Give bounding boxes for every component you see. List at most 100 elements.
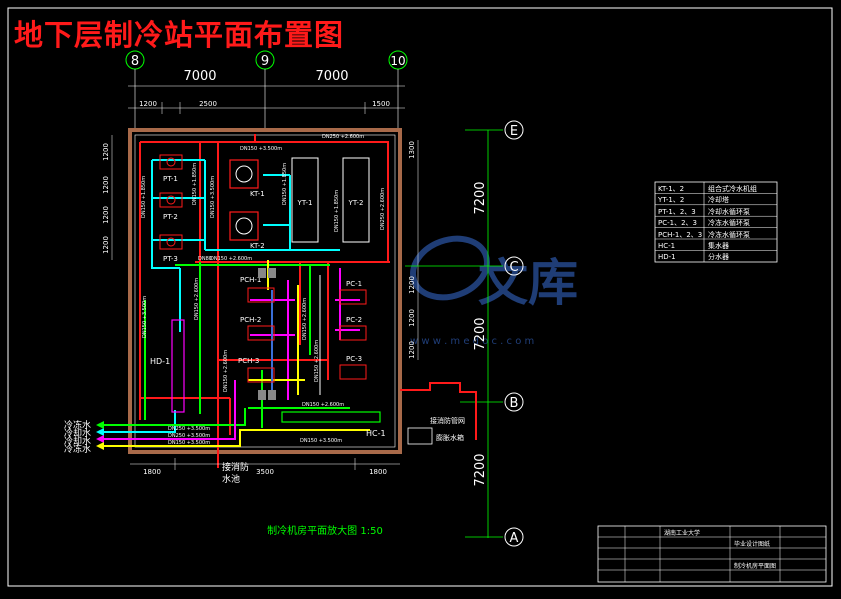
dim-top-3: 1500: [372, 100, 390, 108]
axis-label-10: 10: [390, 54, 405, 68]
legend-table: KT-1、2 组合式冷水机组 YT-1、2 冷却塔 PT-1、2、3 冷却水循环…: [654, 181, 778, 263]
pipe-label-left-vert-2: DN150 +2.600m: [194, 278, 200, 320]
chiller-yt2: [342, 157, 370, 243]
legend-desc: 组合式冷水机组: [708, 184, 757, 193]
tower-kt1-label: KT-1: [250, 190, 265, 198]
pipe-label-left-vert-1: DN150 +3.500m: [142, 296, 148, 338]
chiller-yt1: [291, 157, 319, 243]
pipe-label-mid-main: DN150 +2.600m: [210, 256, 252, 262]
pipe-labels: DN250 +2.600m DN150 +3.500m DN150 +1.850…: [141, 134, 386, 446]
valve-block: [258, 390, 266, 400]
pump-pt2-label: PT-2: [163, 213, 178, 221]
pipe-label-valve: DN80: [198, 256, 212, 262]
pump-pc2: [339, 325, 367, 341]
pump-icon: [166, 195, 176, 205]
pipe-label-riser-5: DN150 +1.850m: [334, 190, 340, 232]
pipe-label-outlet-2: DN250 +3.500m: [168, 433, 210, 439]
valve-block: [268, 268, 276, 278]
pipe-label-top-main: DN250 +2.600m: [322, 134, 364, 140]
pump-icon: [166, 157, 176, 167]
top-dimensions: 1200 2500 1500: [128, 100, 405, 114]
drawing-caption: 制冷机房平面放大图 1:50: [267, 524, 383, 537]
axis-label-A: A: [510, 531, 519, 546]
pump-pc1-label: PC-1: [346, 280, 362, 288]
legend-desc: 冷却水循环泵: [708, 207, 750, 216]
chillers: YT-1 YT-2: [291, 157, 370, 243]
bottom-dimensions: 1800 3500 1800: [130, 458, 400, 476]
title-block: 湖南工业大学 毕业设计图纸 制冷机房平面图: [597, 525, 827, 583]
outlet-label-3: 冷却水: [64, 435, 91, 447]
left-dimensions: 1200 1200 1200 1200: [102, 135, 113, 260]
dim-bottom-3: 1800: [369, 468, 387, 476]
pump-pc2-label: PC-2: [346, 316, 362, 324]
right-dimensions: 1300 1200 1200 1200: [408, 140, 419, 360]
cooling-towers: KT-1 KT-2: [229, 159, 265, 250]
watermark-url: w w w . m e d o c . c o m: [410, 336, 534, 347]
outlet-label-1: 冷冻水: [64, 419, 91, 431]
axis-bubble-E: [504, 120, 524, 140]
dim-left-1: 1200: [102, 143, 110, 161]
axis-bubble-B: [504, 392, 524, 412]
outlet-label-2: 冷却水: [64, 427, 91, 439]
dim-right-3: 1200: [408, 309, 416, 327]
pump-pt3-label: PT-3: [163, 255, 178, 263]
dim-row-E-C: 7200: [473, 181, 488, 214]
pipe-network: [100, 134, 477, 468]
axis-bubble-C: [504, 256, 524, 276]
axis-bubble-A: [504, 527, 524, 547]
title-block-project: 毕业设计图纸: [734, 540, 770, 548]
axis-label-E: E: [510, 124, 518, 139]
valve-block: [258, 268, 266, 278]
sheet-border: [7, 7, 833, 587]
pipe-label-outlet-1: DN250 +3.500m: [168, 426, 210, 432]
pump-pc3-label: PC-3: [346, 355, 362, 363]
page-title: 地下层制冷站平面布置图: [14, 18, 345, 52]
valve-block: [268, 390, 276, 400]
header-hc1-label: HC-1: [366, 429, 386, 438]
pipe-label-bottom-main: DN150 +3.500m: [300, 438, 342, 444]
note-fire-pool-2: 水池: [222, 473, 240, 485]
pump-pt1-label: PT-1: [163, 175, 178, 183]
pump-pc1: [339, 289, 367, 305]
tower-kt2-label: KT-2: [250, 242, 265, 250]
row-axes: E C B A 7200 7200 7200: [405, 120, 524, 547]
dim-right-4: 1200: [408, 341, 416, 359]
pump-pch3: [247, 367, 275, 383]
legend-code: PC-1、2、3: [658, 219, 697, 227]
pump-pch3-label: PCH-3: [238, 357, 259, 365]
title-block-drawing: 制冷机房平面图: [734, 562, 776, 570]
legend-code: PT-1、2、3: [658, 208, 696, 216]
watermark-text: 文库: [478, 254, 578, 312]
axis-label-8: 8: [131, 54, 139, 69]
note-fire-pool: 接消防: [222, 461, 249, 473]
legend-code: KT-1、2: [658, 185, 684, 193]
note-tank: 膨胀水箱: [436, 433, 464, 442]
tower-kt2: [229, 211, 259, 241]
dim-left-4: 1200: [102, 236, 110, 254]
legend-desc: 集水器: [708, 241, 729, 250]
axis-label-9: 9: [261, 54, 269, 69]
pump-pt2: [159, 192, 183, 208]
watermark: 文库 w w w . m e d o c . c o m: [410, 235, 578, 347]
legend-desc: 冷冻水循环泵: [708, 230, 750, 239]
outlet-label-4: 冷冻水: [64, 443, 91, 455]
pump-pt3: [159, 234, 183, 250]
dim-row-C-B: 7200: [473, 317, 488, 350]
pipe-label-riser-4: DN150 +1.850m: [282, 163, 288, 205]
outlet-arrows: 冷冻水 冷却水 冷却水 冷冻水: [64, 419, 104, 455]
legend-code: HC-1: [658, 242, 675, 250]
room-wall-inner: [134, 134, 396, 448]
pump-pch1-label: PCH-1: [240, 276, 261, 284]
pipe-label-right-riser: DN250 +2.600m: [380, 188, 386, 230]
column-axes: 8 9 10 7000 7000: [125, 50, 408, 130]
dim-bottom-2: 3500: [256, 468, 274, 476]
pump-pc3: [339, 364, 367, 380]
pipe-label-riser-2: DN150 +1.850m: [192, 163, 198, 205]
pump-pch2-label: PCH-2: [240, 316, 261, 324]
axis-label-C: C: [509, 260, 518, 275]
dim-row-B-A: 7200: [473, 453, 488, 486]
title-block-school: 湖南工业大学: [664, 529, 700, 537]
note-fire-network: 接消防管网: [430, 416, 465, 425]
pipe-label-lower-main: DN150 +2.600m: [302, 402, 344, 408]
